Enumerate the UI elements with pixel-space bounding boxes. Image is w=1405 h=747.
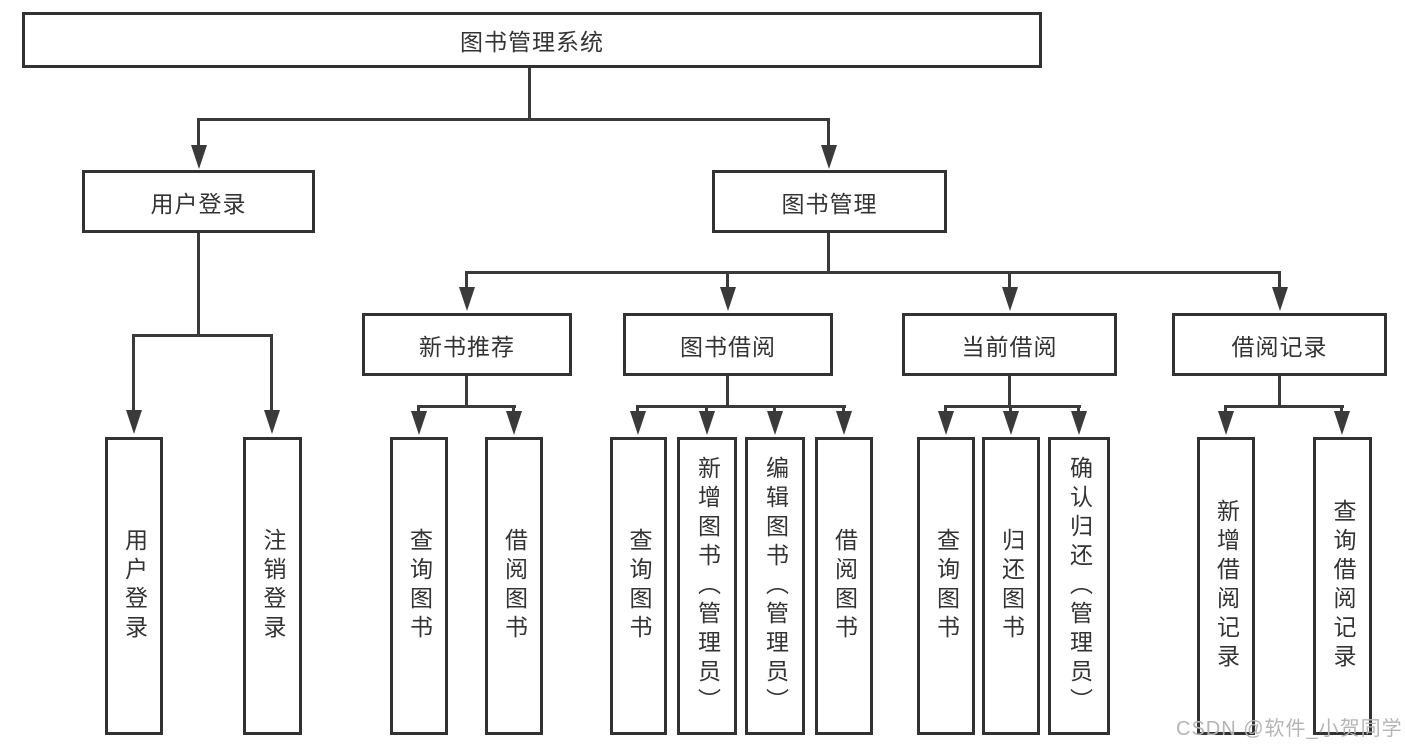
leaf-add-borrow-record-label: 新增借阅记录 — [1213, 499, 1240, 673]
node-borrow-records: 借阅记录 — [1172, 313, 1387, 376]
connector-vline — [944, 406, 947, 414]
arrowhead-icon — [821, 145, 837, 169]
connector-vline — [726, 272, 729, 290]
node-new-book-recommend-label: 新书推荐 — [419, 333, 515, 360]
arrowhead-icon — [630, 411, 646, 435]
connector-hline — [417, 405, 516, 408]
node-book-management: 图书管理 — [712, 170, 947, 233]
node-user-login: 用户登录 — [82, 170, 315, 233]
node-book-borrow-label: 图书借阅 — [680, 333, 776, 360]
arrowhead-icon — [1218, 411, 1234, 435]
connector-vline — [197, 119, 200, 149]
arrowhead-icon — [411, 411, 427, 435]
connector-vline — [842, 406, 845, 414]
connector-vline — [773, 406, 776, 414]
leaf-edit-books-admin: 编辑图书（管理员） — [745, 437, 805, 735]
leaf-user-login-label: 用户登录 — [121, 528, 148, 644]
csdn-watermark: CSDN @软件_小贺同学 — [1176, 718, 1403, 740]
connector-vline — [1008, 272, 1011, 290]
connector-vline — [636, 406, 639, 414]
leaf-confirm-return-admin: 确认归还（管理员） — [1048, 437, 1110, 735]
leaf-return-books: 归还图书 — [982, 437, 1040, 735]
arrowhead-icon — [1071, 411, 1087, 435]
leaf-add-borrow-record: 新增借阅记录 — [1197, 437, 1255, 735]
node-book-borrow: 图书借阅 — [623, 313, 833, 376]
connector-hline — [1224, 405, 1344, 408]
connector-vline — [512, 406, 515, 414]
arrowhead-icon — [264, 410, 280, 434]
node-borrow-records-label: 借阅记录 — [1231, 333, 1328, 360]
connector-vline — [1340, 406, 1343, 414]
connector-vline — [1224, 406, 1227, 414]
connector-hline — [636, 405, 846, 408]
connector-vline — [417, 406, 420, 414]
leaf-query-books-recommend-label: 查询图书 — [406, 528, 433, 644]
arrowhead-icon — [1002, 287, 1018, 311]
arrowhead-icon — [699, 411, 715, 435]
node-current-borrow: 当前借阅 — [902, 313, 1117, 376]
connector-vline — [465, 376, 468, 407]
leaf-borrow-books-recommend-label: 借阅图书 — [501, 528, 528, 644]
arrowhead-icon — [191, 145, 207, 169]
connector-vline — [465, 272, 468, 290]
leaf-query-borrow-record: 查询借阅记录 — [1313, 437, 1372, 735]
leaf-confirm-return-admin-label: 确认归还（管理员） — [1066, 455, 1093, 717]
leaf-return-books-label: 归还图书 — [998, 528, 1025, 644]
arrowhead-icon — [1334, 411, 1350, 435]
arrowhead-icon — [836, 411, 852, 435]
node-current-borrow-label: 当前借阅 — [961, 333, 1058, 360]
arrowhead-icon — [506, 411, 522, 435]
arrowhead-icon — [938, 411, 954, 435]
connector-vline — [1008, 376, 1011, 407]
connector-hline — [465, 271, 1281, 274]
connector-vline — [827, 233, 830, 274]
connector-vline — [705, 406, 708, 414]
connector-vline — [270, 335, 273, 413]
node-new-book-recommend: 新书推荐 — [362, 313, 572, 376]
arrowhead-icon — [126, 410, 142, 434]
node-book-management-label: 图书管理 — [781, 190, 878, 217]
leaf-query-books-current: 查询图书 — [917, 437, 975, 735]
leaf-query-borrow-record-label: 查询借阅记录 — [1330, 499, 1356, 673]
leaf-query-books-borrow-label: 查询图书 — [626, 528, 652, 644]
leaf-add-books-admin-label: 新增图书（管理员） — [694, 455, 721, 717]
connector-hline — [132, 334, 273, 337]
leaf-borrow-books-recommend: 借阅图书 — [485, 437, 543, 735]
connector-vline — [1278, 272, 1281, 290]
node-user-login-label: 用户登录 — [150, 190, 247, 217]
connector-vline — [528, 68, 531, 121]
connector-vline — [827, 119, 830, 149]
arrowhead-icon — [767, 411, 783, 435]
node-root: 图书管理系统 — [22, 12, 1042, 68]
arrowhead-icon — [459, 287, 475, 311]
connector-vline — [726, 376, 729, 407]
arrowhead-icon — [1003, 411, 1019, 435]
leaf-edit-books-admin-label: 编辑图书（管理员） — [762, 455, 789, 717]
connector-vline — [1278, 376, 1281, 407]
leaf-add-books-admin: 新增图书（管理员） — [677, 437, 737, 735]
node-root-label: 图书管理系统 — [460, 29, 604, 55]
leaf-query-books-current-label: 查询图书 — [933, 528, 960, 644]
connector-vline — [132, 335, 135, 413]
connector-vline — [1077, 406, 1080, 414]
arrowhead-icon — [1272, 287, 1288, 311]
leaf-logout-login: 注销登录 — [243, 437, 302, 735]
leaf-query-books-borrow: 查询图书 — [610, 437, 667, 735]
leaf-logout-login-label: 注销登录 — [260, 528, 286, 644]
leaf-borrow-books-label: 借阅图书 — [831, 528, 858, 644]
leaf-query-books-recommend: 查询图书 — [390, 437, 448, 735]
connector-hline — [197, 118, 830, 121]
leaf-user-login: 用户登录 — [105, 437, 163, 735]
leaf-borrow-books: 借阅图书 — [815, 437, 873, 735]
connector-hline — [944, 405, 1081, 408]
arrowhead-icon — [720, 287, 736, 311]
connector-vline — [1009, 406, 1012, 414]
connector-vline — [197, 233, 200, 337]
